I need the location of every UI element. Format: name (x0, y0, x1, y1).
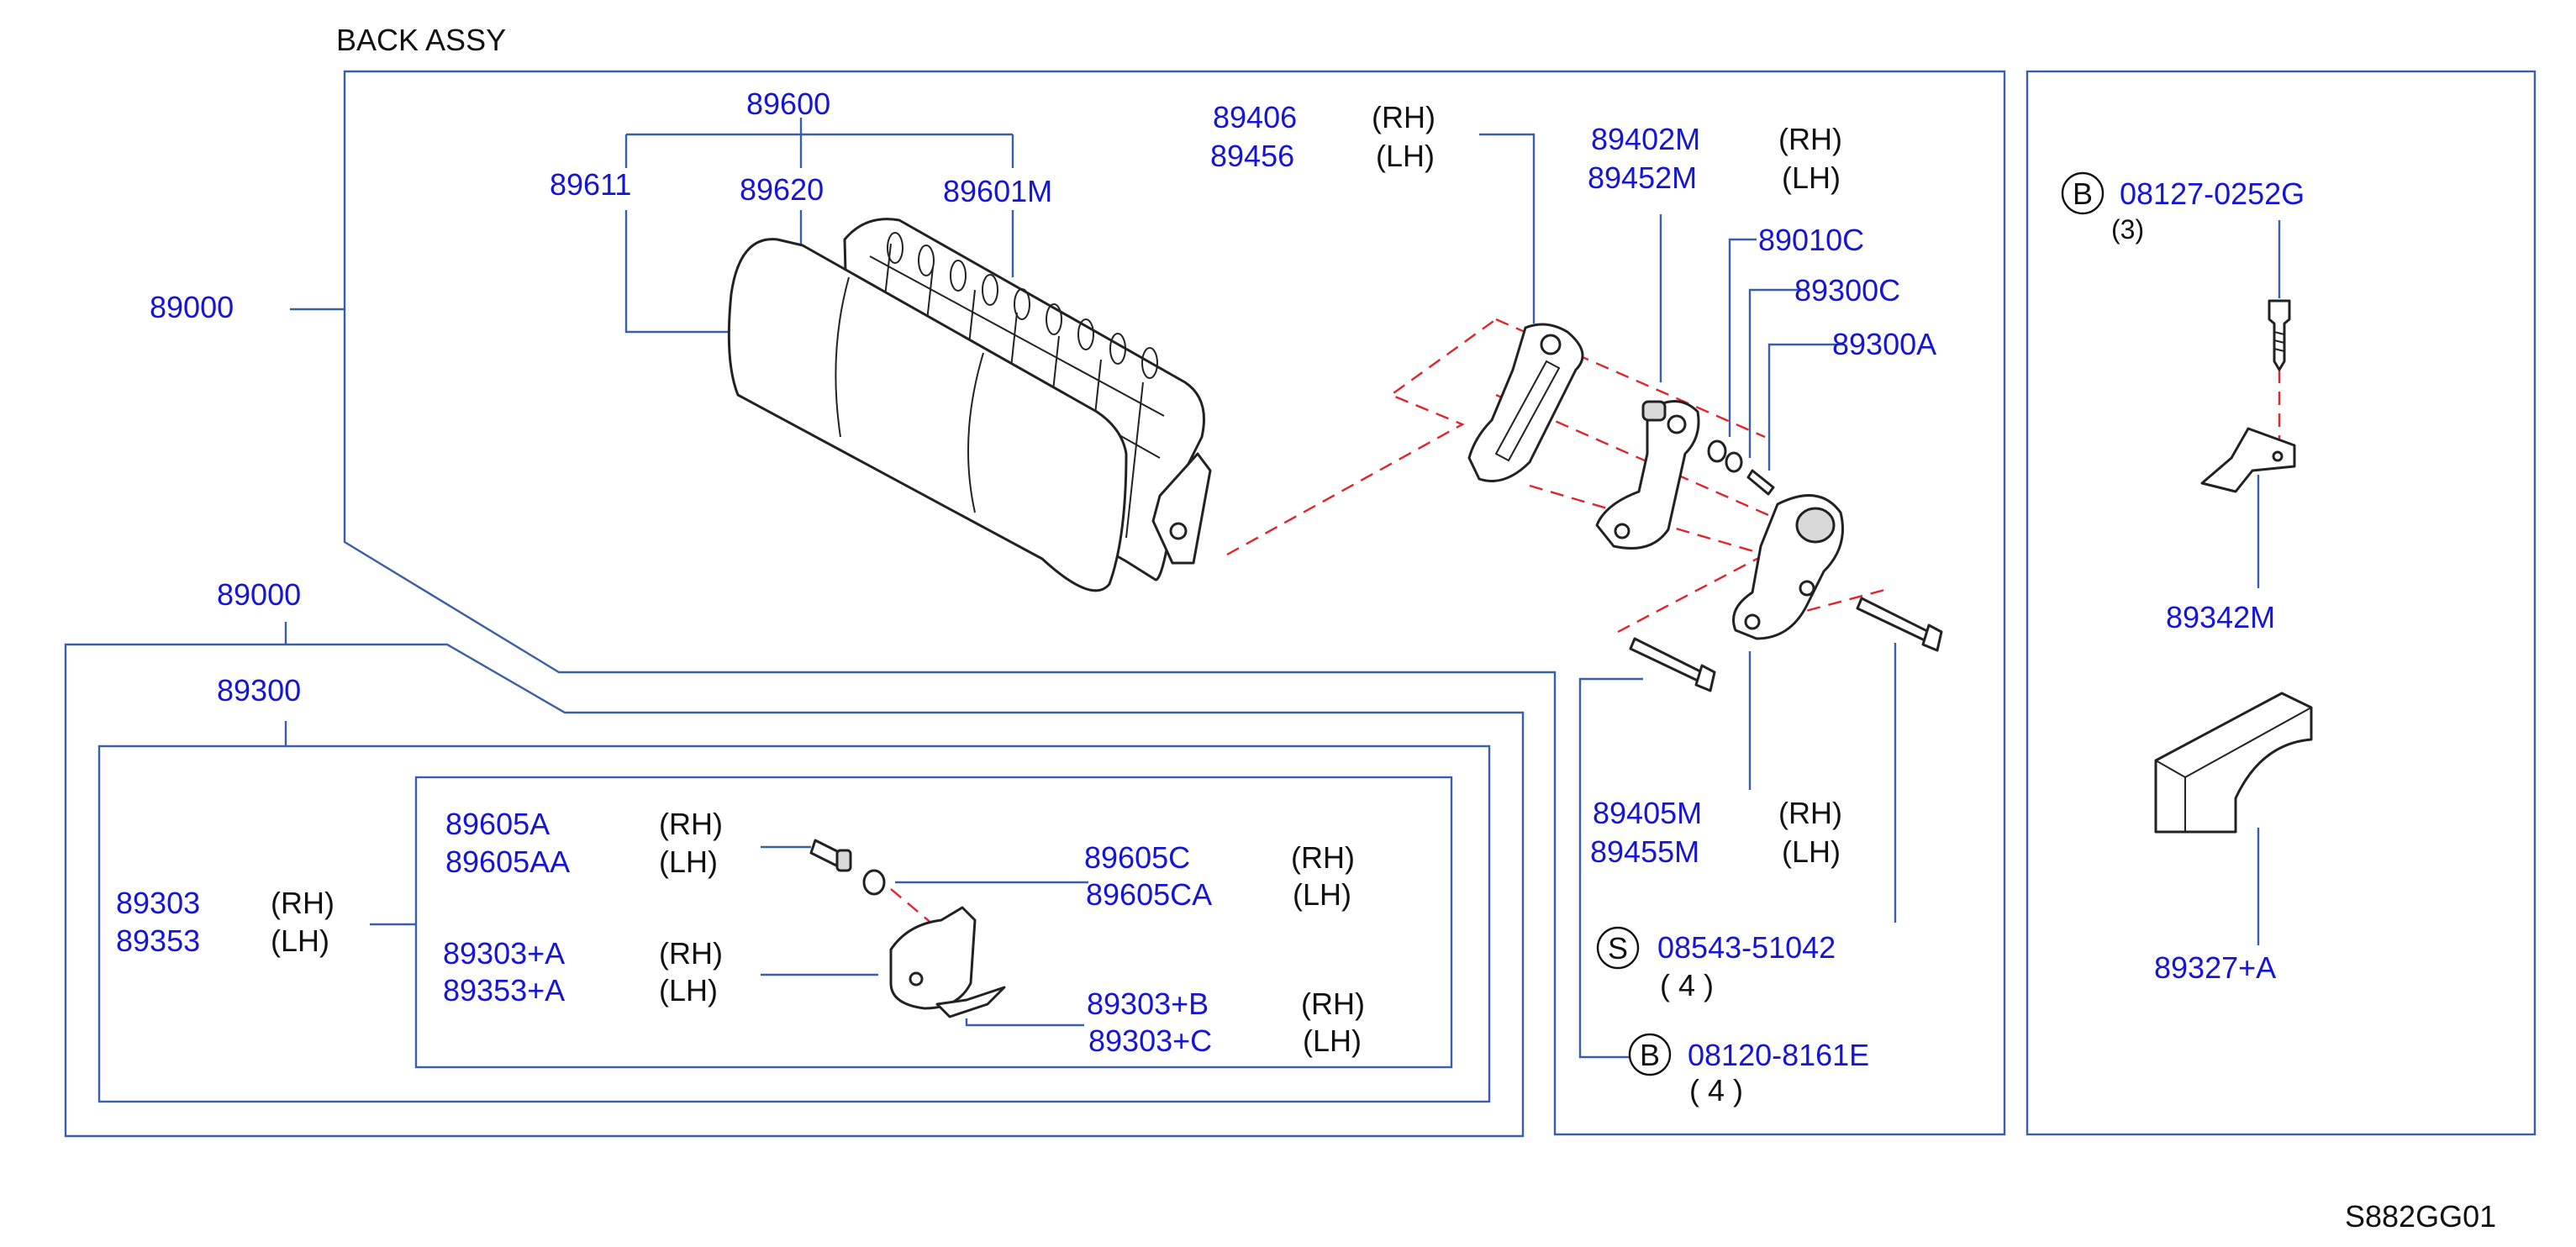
label-08120-8161E[interactable]: 08120-8161E (1688, 1038, 1869, 1072)
back-assy-frame (343, 70, 2006, 1136)
label-89303C[interactable]: 89303+C (1088, 1023, 1212, 1058)
frame-89303-inner (414, 776, 1453, 1069)
label-89605CA[interactable]: 89605CA (1086, 877, 1212, 912)
frame-slots (887, 232, 1158, 379)
suffix-rh-89605C: (RH) (1291, 840, 1355, 875)
suffix-lh-89605CA: (LH) (1293, 877, 1351, 912)
label-89455M[interactable]: 89455M (1590, 834, 1699, 869)
label-89452M[interactable]: 89452M (1588, 160, 1697, 195)
washers (1707, 439, 1775, 496)
label-89300A[interactable]: 89300A (1832, 327, 1936, 361)
s-symbol-circle (1596, 926, 1640, 970)
suffix-lh-89452M: (LH) (1782, 160, 1841, 195)
label-89353A[interactable]: 89353+A (443, 973, 565, 1008)
diagram-title: BACK ASSY (336, 23, 506, 57)
b-symbol-circle-bolt (1628, 1033, 1672, 1076)
label-89406[interactable]: 89406 (1213, 100, 1297, 134)
suffix-lh-89456: (LH) (1376, 139, 1435, 173)
label-89342M[interactable]: 89342M (2166, 600, 2275, 634)
label-89605AA[interactable]: 89605AA (445, 844, 570, 879)
label-89303[interactable]: 89303 (116, 886, 200, 920)
suffix-rh-89402M: (RH) (1778, 122, 1842, 156)
seat-back-assembly (727, 218, 1212, 592)
label-89405M[interactable]: 89405M (1593, 796, 1702, 830)
qty-08543: ( 4 ) (1660, 968, 1714, 1002)
suffix-rh-89303B: (RH) (1301, 987, 1365, 1021)
suffix-rh-89303A: (RH) (659, 936, 723, 971)
suffix-lh-89353A: (LH) (659, 973, 718, 1008)
label-89611[interactable]: 89611 (550, 167, 631, 202)
suffix-rh-89405M: (RH) (1778, 796, 1842, 830)
b-symbol-letter-right: B (2073, 176, 2093, 211)
label-89600[interactable]: 89600 (746, 87, 830, 121)
label-89303B[interactable]: 89303+B (1087, 987, 1209, 1021)
label-89300C[interactable]: 89300C (1794, 273, 1900, 308)
lock-parts (809, 839, 1006, 1018)
labels: BACK ASSY 89600 89611 89620 89601M 89000… (116, 23, 2496, 1234)
s-symbol-letter: S (1608, 931, 1628, 966)
label-89000-left[interactable]: 89000 (217, 577, 301, 612)
b-symbol-circle-right (2061, 171, 2105, 215)
suffix-lh-89605AA: (LH) (659, 844, 718, 879)
label-89605C[interactable]: 89605C (1084, 840, 1190, 875)
suffix-rh-89605A: (RH) (659, 807, 723, 841)
label-89327A[interactable]: 89327+A (2154, 950, 2276, 985)
label-89456[interactable]: 89456 (1210, 139, 1294, 173)
label-89000-top[interactable]: 89000 (150, 290, 234, 324)
label-08543-51042[interactable]: 08543-51042 (1657, 930, 1836, 965)
seatback-hinge-plate (1151, 452, 1212, 565)
frame-89000-lower (64, 643, 1525, 1138)
label-89010C[interactable]: 89010C (1758, 223, 1864, 257)
label-89601M[interactable]: 89601M (943, 174, 1052, 208)
suffix-rh-89406: (RH) (1372, 100, 1436, 134)
label-89402M[interactable]: 89402M (1591, 122, 1700, 156)
suffix-lh-89455M: (LH) (1782, 834, 1841, 869)
right-panel-parts (2154, 299, 2313, 834)
label-89605A[interactable]: 89605A (445, 807, 550, 841)
b-symbol-letter-bolt: B (1640, 1038, 1660, 1072)
frame-89300 (97, 745, 1491, 1103)
side-panel-frame (2026, 70, 2536, 1136)
leader-lines (284, 118, 2281, 1059)
label-89303A[interactable]: 89303+A (443, 936, 565, 971)
suffix-rh-89303: (RH) (271, 886, 335, 920)
label-89620[interactable]: 89620 (740, 172, 824, 207)
suffix-lh-89353: (LH) (271, 923, 329, 958)
hinge-bracket-89402M (1595, 400, 1700, 550)
suffix-lh-89303C: (LH) (1303, 1023, 1362, 1058)
label-08127-0252G[interactable]: 08127-0252G (2120, 176, 2305, 211)
hinge-bracket-89405M (1732, 494, 1844, 640)
label-89353[interactable]: 89353 (116, 923, 200, 958)
seatback-cushion (727, 238, 1128, 592)
label-89300[interactable]: 89300 (217, 673, 301, 708)
qty-08127: (3) (2111, 214, 2144, 245)
bolts (1629, 597, 1943, 692)
qty-08120: ( 4 ) (1689, 1073, 1743, 1108)
diagram-code: S882GG01 (2345, 1199, 2496, 1234)
hinge-bracket-89406 (1467, 323, 1584, 482)
frames (64, 70, 2536, 1138)
